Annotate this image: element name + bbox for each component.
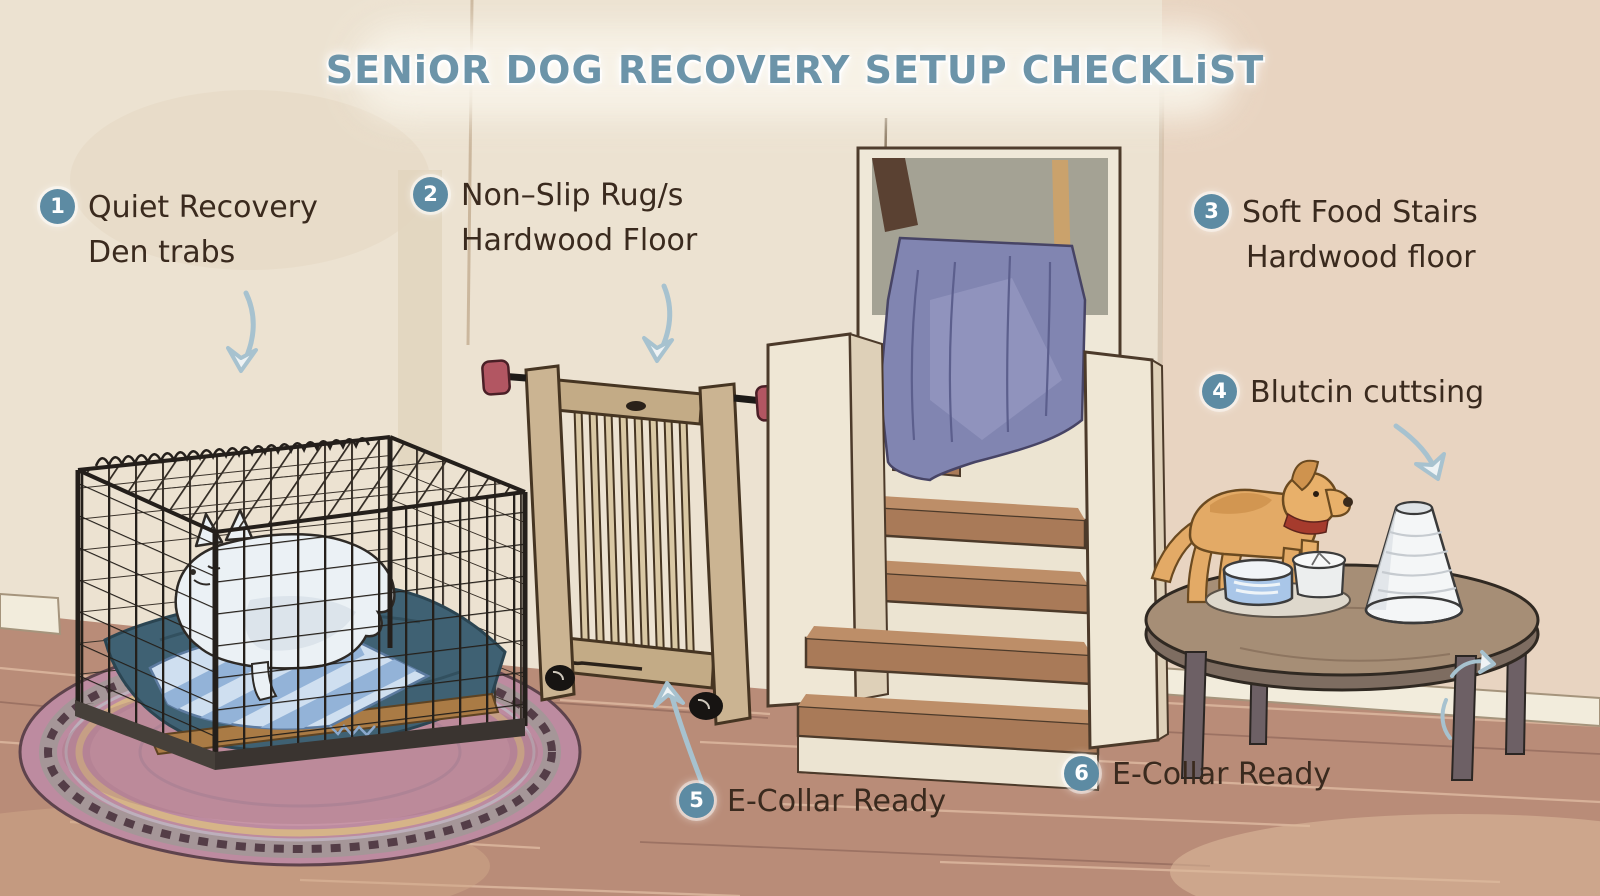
annotation-3-text: Soft Food Stairs Hardwood floor [1242, 190, 1478, 280]
dog-nose [1343, 497, 1353, 507]
annotation-2-line2: Hardwood Floor [461, 223, 698, 258]
annotation-6-text: E-Collar Ready [1112, 752, 1331, 797]
annotation-arrows [226, 283, 1496, 786]
annotation-1-badge: 1 [40, 189, 75, 224]
stair-opening-dark-beam [872, 158, 918, 232]
arrow-to-cone-head [1414, 452, 1446, 481]
annotation-3-line1: Soft Food Stairs [1242, 195, 1478, 230]
annotation-1-line2: Den trabs [88, 235, 236, 270]
annotation-4: 4 Blutcin cuttsing [1202, 370, 1484, 415]
annotation-2-line1: Non–Slip Rug/s [461, 178, 684, 213]
crate-frame [75, 435, 528, 760]
stair-tread-1-top [798, 694, 1098, 724]
arrow-table-leg-2 [1440, 698, 1452, 740]
page-title: SENiOR DOG RECOVERY SETUP CHECKLiST [325, 48, 1265, 92]
table-scene [1144, 459, 1540, 781]
gate-wheel-left [545, 665, 575, 691]
arrow-to-gate-bottom-head [653, 681, 685, 708]
cone-shade [1366, 508, 1396, 610]
stair-left-parapet-side [848, 332, 890, 702]
crate-front-right-panel [215, 492, 525, 760]
crate-top-arc-decorations [94, 437, 371, 469]
stair-base [797, 734, 1099, 792]
title-halo [355, 26, 1235, 118]
blue-food-bowl [1222, 558, 1294, 607]
baseboard-left [0, 592, 62, 636]
crate-bottom-tray-left [75, 700, 215, 770]
white-cup [1291, 550, 1347, 599]
gate-slats [575, 407, 694, 679]
annotation-4-badge: 4 [1202, 374, 1237, 409]
table-front-legs [1180, 651, 1478, 781]
table-leg-front-right [1450, 655, 1478, 781]
annotation-5-text: E-Collar Ready [727, 779, 946, 824]
purple-stair-blanket [878, 236, 1087, 482]
annotation-4-text: Blutcin cuttsing [1250, 370, 1484, 415]
annotation-6: 6 E-Collar Ready [1064, 752, 1331, 797]
wooden-pet-gate [481, 359, 786, 726]
cup-rim [1291, 550, 1347, 570]
annotation-1-line1: Quiet Recovery [88, 190, 318, 225]
gate-wheel-left-hub [552, 670, 565, 681]
annotation-3: 3 Soft Food Stairs Hardwood floor [1194, 190, 1478, 280]
dog-collar [1283, 512, 1329, 535]
bowl-rim [1222, 558, 1294, 582]
floor-wash-right [1170, 814, 1600, 896]
annotation-2-badge: 2 [413, 177, 448, 212]
crate-top-rails [77, 435, 526, 534]
stair-tread-3-top [832, 558, 1088, 585]
staircase [766, 146, 1170, 792]
annotation-2-text: Non–Slip Rug/s Hardwood Floor [461, 173, 697, 263]
arrow-to-gate-head [642, 336, 674, 363]
arrow-table-leg-1-head [1478, 650, 1496, 674]
cup-detail [1311, 552, 1331, 566]
table-leg-front-left [1180, 651, 1208, 779]
annotation-4-line1: Blutcin cuttsing [1250, 375, 1485, 410]
gate-latch-hole [626, 401, 646, 411]
gate-right-post [698, 382, 752, 726]
annotation-5: 5 E-Collar Ready [679, 779, 946, 824]
wall-shading [398, 170, 442, 470]
cone-base-rim [1364, 595, 1464, 625]
annotation-2: 2 Non–Slip Rug/s Hardwood Floor [413, 173, 697, 263]
annotation-1-text: Quiet Recovery Den trabs [88, 185, 318, 275]
annotation-6-badge: 6 [1064, 756, 1099, 791]
bowl-highlight [1233, 580, 1281, 595]
blanket-highlight [930, 278, 1062, 440]
crate-corner-posts [75, 437, 528, 760]
annotation-5-line1: E-Collar Ready [727, 784, 947, 819]
gate-wheel-right [689, 692, 723, 720]
annotation-1: 1 Quiet Recovery Den trabs [40, 185, 318, 275]
annotation-5-badge: 5 [679, 783, 714, 818]
annotation-3-line2: Hardwood floor [1246, 240, 1476, 275]
gate-left-post [524, 364, 576, 702]
blanket-folds [910, 255, 1052, 443]
wire-dog-crate [75, 435, 528, 770]
stair-right-newel [1083, 350, 1160, 750]
crate-top-panel [78, 437, 525, 532]
wall-patch [70, 90, 430, 270]
arrow-to-crate-head [226, 346, 258, 373]
dog-eye [1313, 491, 1319, 497]
gate-left-knob [481, 359, 511, 396]
dog-back-patch [1210, 493, 1272, 514]
e-collar-cone [1364, 500, 1464, 625]
annotation-3-badge: 3 [1194, 194, 1229, 229]
crate-front-left-panel [78, 470, 215, 760]
cup-body [1292, 558, 1346, 599]
crate-bottom-tray-right [215, 718, 525, 770]
dog-ear [1290, 459, 1320, 492]
gate-wheel-right-hub [697, 698, 711, 710]
cone-top-opening [1394, 500, 1434, 516]
stair-tread-4-top [840, 494, 1085, 520]
cone-ridges [1377, 530, 1457, 595]
annotation-6-line1: E-Collar Ready [1112, 757, 1332, 792]
stair-tread-2-top [806, 626, 1092, 655]
